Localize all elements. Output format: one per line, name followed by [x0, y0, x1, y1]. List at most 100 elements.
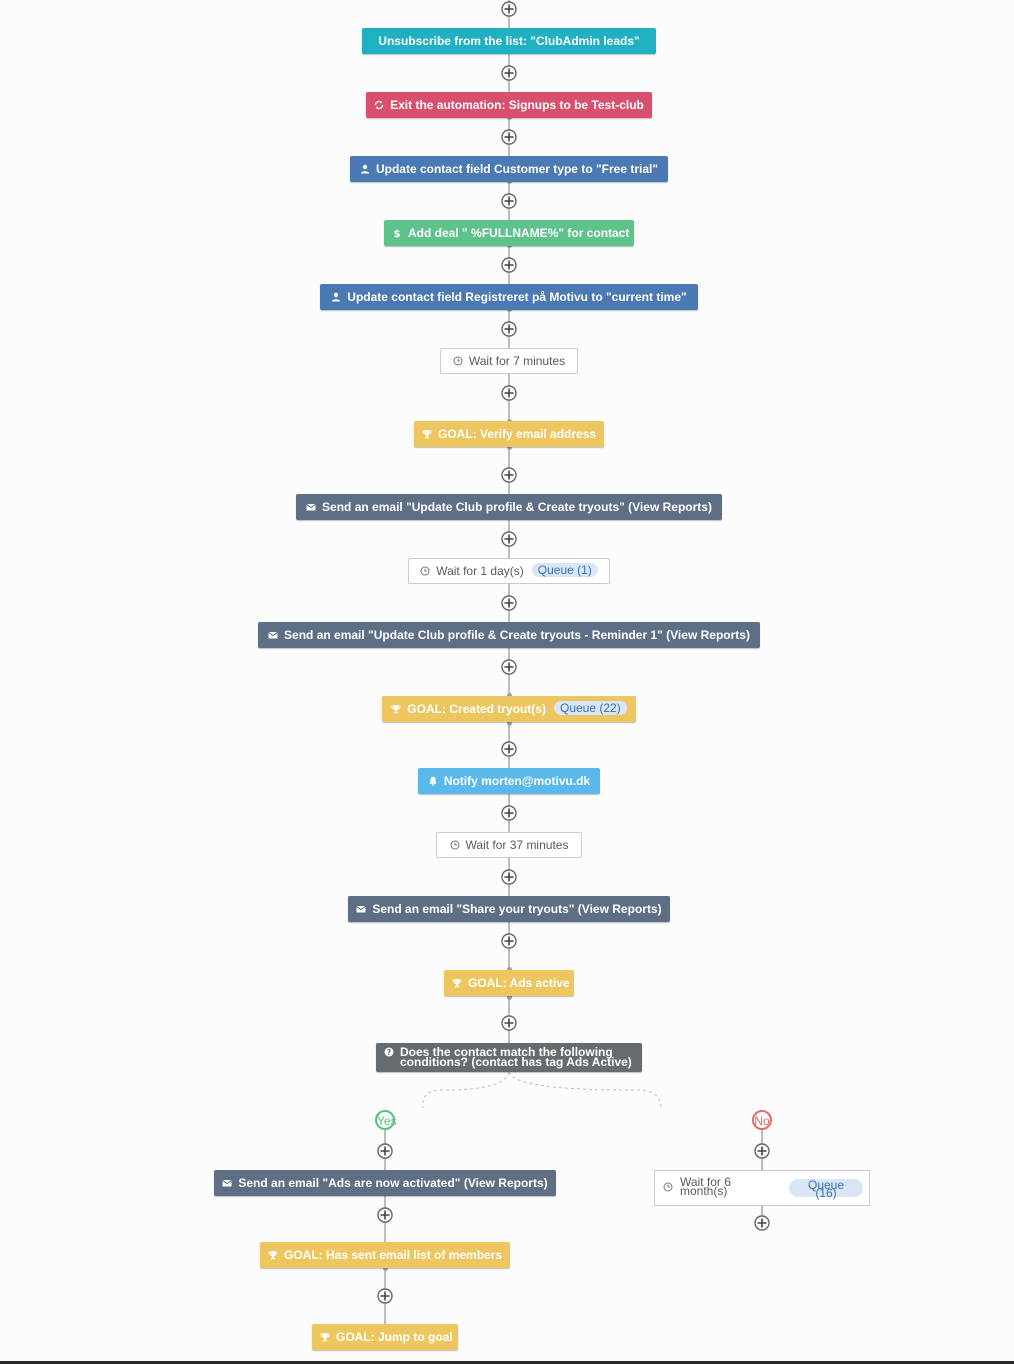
- step-label: Exit the automation: Signups to be Test-…: [390, 98, 644, 112]
- add-step-button-yes[interactable]: [377, 1288, 393, 1304]
- queue-badge[interactable]: Queue (1): [531, 563, 598, 577]
- plus-circle-icon: [754, 1143, 770, 1159]
- svg-text:$: $: [394, 229, 401, 238]
- trophy-icon: [268, 1250, 278, 1260]
- add-step-button[interactable]: [501, 1015, 517, 1031]
- step-wait-1-day[interactable]: Wait for 1 day(s) Queue (1): [408, 558, 610, 584]
- clock-icon: [453, 356, 463, 366]
- plus-circle-icon: [501, 933, 517, 949]
- plus-circle-icon: [501, 385, 517, 401]
- step-add-deal[interactable]: $ Add deal " %FULLNAME%" for contact: [384, 220, 634, 246]
- connector-dot: [506, 994, 512, 1000]
- add-step-button[interactable]: [501, 869, 517, 885]
- step-update-registered[interactable]: Update contact field Registreret på Moti…: [320, 284, 698, 310]
- step-unsubscribe[interactable]: Unsubscribe from the list: "ClubAdmin le…: [362, 28, 656, 54]
- plus-circle-icon: [377, 1288, 393, 1304]
- add-step-button[interactable]: [501, 321, 517, 337]
- add-step-button-no[interactable]: [754, 1215, 770, 1231]
- plus-circle-icon: [377, 1207, 393, 1223]
- add-step-button[interactable]: [501, 65, 517, 81]
- envelope-icon: [222, 1178, 233, 1188]
- user-icon: [331, 292, 341, 302]
- queue-line-1: Queue: [807, 1178, 845, 1192]
- step-label: Send an email "Share your tryouts" (View…: [372, 902, 662, 916]
- step-label: Add deal " %FULLNAME%" for contact: [408, 226, 630, 240]
- add-step-button[interactable]: [501, 933, 517, 949]
- step-notify[interactable]: Notify morten@motivu.dk: [418, 768, 600, 794]
- envelope-icon: [306, 502, 316, 512]
- trophy-icon: [320, 1332, 330, 1342]
- add-step-button[interactable]: [501, 1, 517, 17]
- plus-circle-icon: [501, 129, 517, 145]
- add-step-button-no[interactable]: [754, 1143, 770, 1159]
- plus-circle-icon: [501, 467, 517, 483]
- step-label: GOAL: Jump to goal: [336, 1330, 453, 1344]
- question-icon: ?: [384, 1047, 394, 1057]
- add-step-button[interactable]: [501, 129, 517, 145]
- step-update-customer-type[interactable]: Update contact field Customer type to "F…: [350, 156, 668, 182]
- add-step-button[interactable]: [501, 257, 517, 273]
- step-label: GOAL: Has sent email list of members: [284, 1248, 503, 1262]
- trophy-icon: [422, 429, 432, 439]
- step-wait-7-minutes[interactable]: Wait for 7 minutes: [440, 348, 578, 374]
- user-icon: [360, 164, 370, 174]
- envelope-icon: [356, 904, 367, 914]
- step-label: GOAL: Created tryout(s): [407, 702, 546, 716]
- trophy-icon: [391, 704, 401, 714]
- plus-circle-icon: [501, 1, 517, 17]
- step-email-update-club[interactable]: Send an email "Update Club profile & Cre…: [296, 494, 722, 520]
- step-label: Wait for 1 day(s): [436, 564, 524, 578]
- step-email-reminder-1[interactable]: Send an email "Update Club profile & Cre…: [258, 622, 760, 648]
- plus-circle-icon: [501, 741, 517, 757]
- step-label: Notify morten@motivu.dk: [443, 774, 591, 788]
- step-email-ads-activated[interactable]: Send an email "Ads are now activated" (V…: [214, 1170, 556, 1196]
- step-email-share-tryouts[interactable]: Send an email "Share your tryouts" (View…: [348, 896, 670, 922]
- plus-circle-icon: [501, 321, 517, 337]
- step-wait-37-minutes[interactable]: Wait for 37 minutes: [436, 832, 582, 858]
- step-exit-automation[interactable]: Exit the automation: Signups to be Test-…: [366, 92, 652, 118]
- plus-circle-icon: [501, 1015, 517, 1031]
- clock-icon: [663, 1182, 673, 1192]
- add-step-button[interactable]: [501, 467, 517, 483]
- add-step-button[interactable]: [501, 193, 517, 209]
- queue-line-2: (16): [815, 1186, 837, 1200]
- goal-jump-to-goal[interactable]: GOAL: Jump to goal: [312, 1324, 458, 1350]
- condition-line-2: conditions? (contact has tag Ads Active): [400, 1055, 632, 1069]
- plus-circle-icon: [501, 659, 517, 675]
- add-step-button[interactable]: [501, 741, 517, 757]
- wait-label-line-1: Wait for 6: [680, 1175, 731, 1189]
- clock-icon: [450, 840, 460, 850]
- step-label: Wait for 37 minutes: [465, 838, 569, 852]
- queue-badge[interactable]: Queue (22): [553, 701, 627, 715]
- goal-ads-active[interactable]: GOAL: Ads active: [444, 970, 574, 996]
- refresh-icon: [374, 100, 384, 110]
- add-step-button-yes[interactable]: [377, 1143, 393, 1159]
- step-label: Send an email "Update Club profile & Cre…: [322, 500, 712, 514]
- dollar-icon: $: [392, 228, 402, 238]
- goal-created-tryouts[interactable]: GOAL: Created tryout(s) Queue (22): [382, 696, 636, 722]
- connector-dot: [506, 692, 512, 698]
- add-step-button[interactable]: [501, 805, 517, 821]
- add-step-button-yes[interactable]: [377, 1207, 393, 1223]
- goal-verify-email[interactable]: GOAL: Verify email address: [414, 421, 604, 447]
- queue-badge[interactable]: Queue(16): [789, 1178, 863, 1200]
- connector-dot: [506, 444, 512, 450]
- add-step-button[interactable]: [501, 385, 517, 401]
- plus-circle-icon: [377, 1143, 393, 1159]
- branch-yes-badge: Yes: [375, 1110, 397, 1130]
- step-label: Update contact field Customer type to "F…: [375, 162, 659, 176]
- step-label: GOAL: Ads active: [468, 976, 570, 990]
- goal-has-sent-email-list[interactable]: GOAL: Has sent email list of members: [260, 1242, 510, 1268]
- add-step-button[interactable]: [501, 595, 517, 611]
- envelope-icon: [268, 630, 278, 640]
- plus-circle-icon: [501, 65, 517, 81]
- plus-circle-icon: [501, 257, 517, 273]
- page-bottom-border: [0, 1361, 1014, 1364]
- branch-no-badge: No: [752, 1110, 772, 1130]
- add-step-button[interactable]: [501, 659, 517, 675]
- add-step-button[interactable]: [501, 531, 517, 547]
